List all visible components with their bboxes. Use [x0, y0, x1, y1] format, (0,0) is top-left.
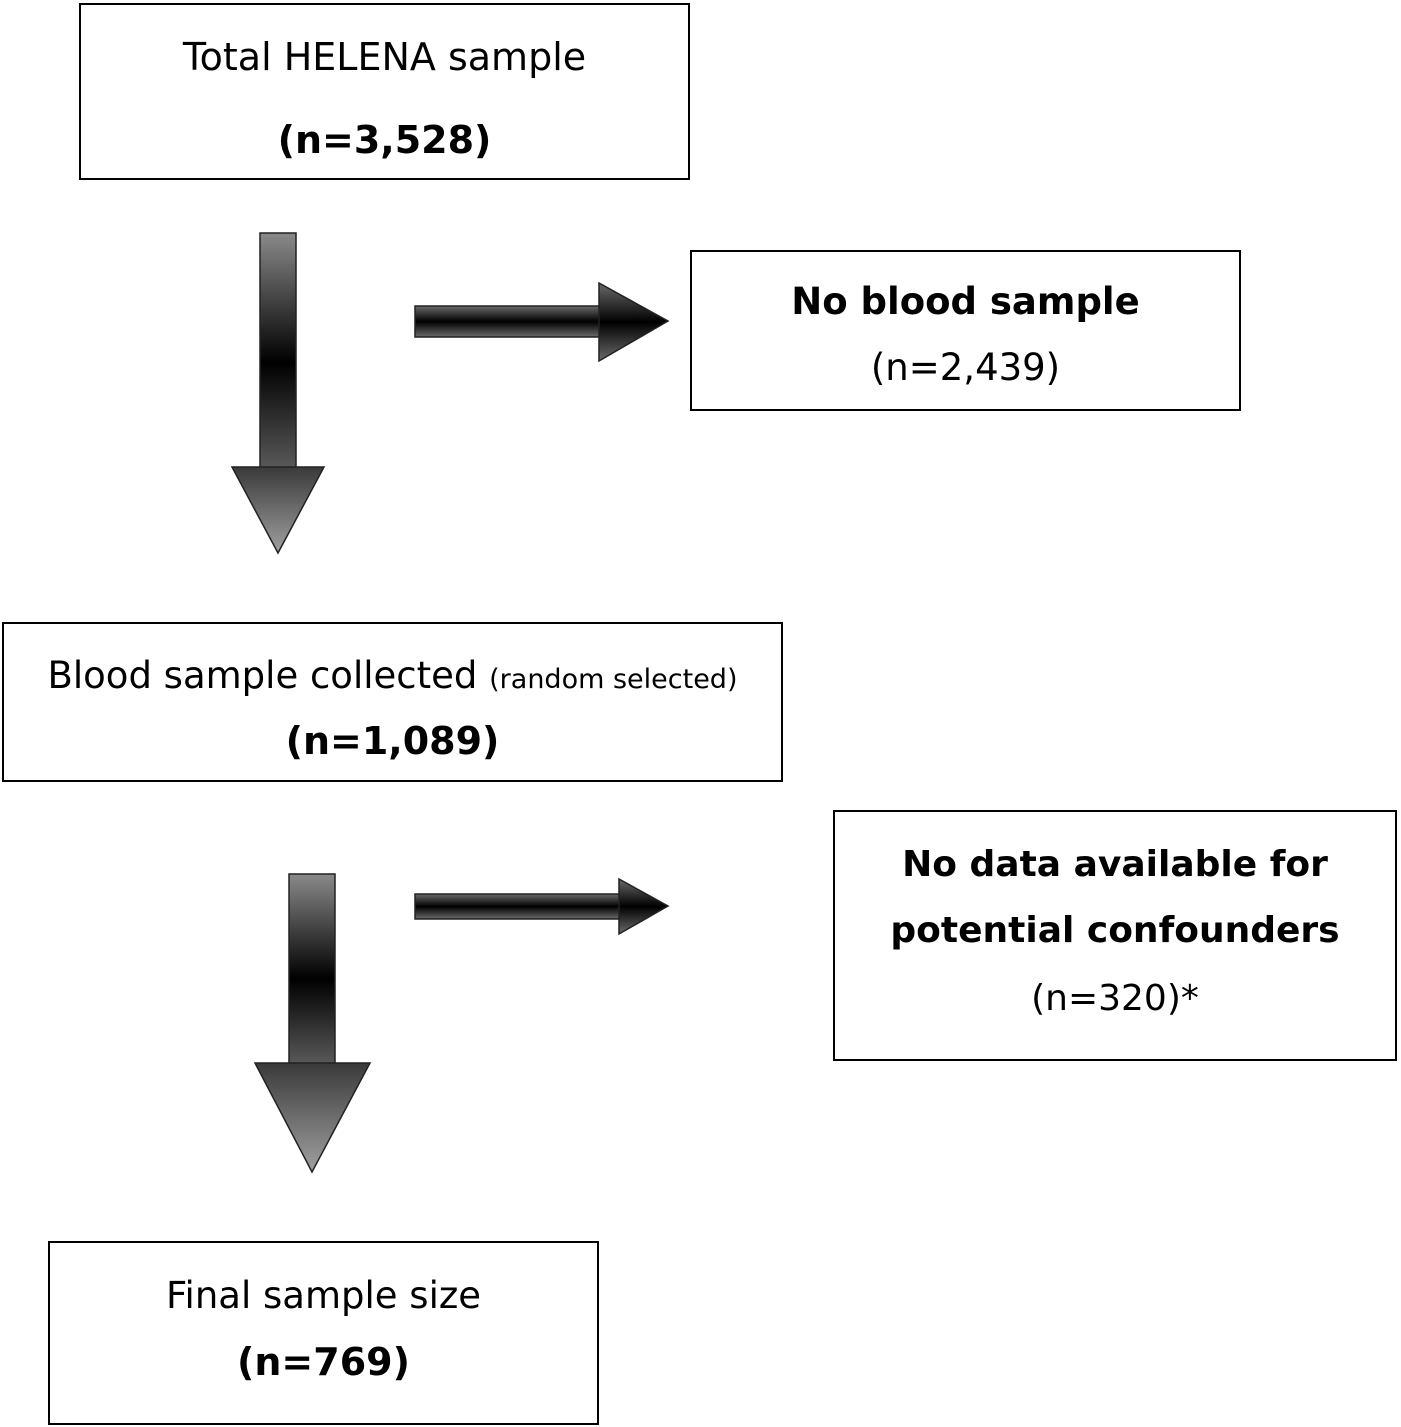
no-blood-sample-title: No blood sample — [791, 280, 1140, 323]
right-arrow-1 — [414, 281, 670, 363]
no-confounders-title-line2: potential confounders — [890, 910, 1340, 951]
blood-collected-note: (random selected) — [489, 664, 738, 695]
blood-collected-count: (n=1,089) — [285, 719, 500, 763]
blood-collected-title-line: Blood sample collected (random selected) — [4, 654, 781, 697]
no-confounders-title-line1: No data available for — [902, 844, 1328, 885]
final-sample-count: (n=769) — [237, 1340, 410, 1384]
total-sample-box: Total HELENA sample (n=3,528) — [79, 3, 690, 180]
down-arrow-2 — [253, 873, 372, 1174]
right-arrow-2 — [414, 877, 670, 936]
no-confounders-count: (n=320)* — [1031, 978, 1199, 1019]
blood-collected-box: Blood sample collected (random selected)… — [2, 622, 783, 782]
no-blood-sample-count: (n=2,439) — [870, 346, 1061, 389]
no-confounders-box: No data available for potential confound… — [833, 810, 1397, 1061]
no-blood-sample-box: No blood sample (n=2,439) — [690, 250, 1241, 411]
blood-collected-title: Blood sample collected — [47, 654, 478, 697]
final-sample-title: Final sample size — [165, 1274, 482, 1317]
final-sample-box: Final sample size (n=769) — [48, 1241, 599, 1425]
down-arrow-1 — [230, 232, 326, 555]
total-sample-count: (n=3,528) — [277, 118, 492, 162]
total-sample-title: Total HELENA sample — [182, 35, 587, 79]
